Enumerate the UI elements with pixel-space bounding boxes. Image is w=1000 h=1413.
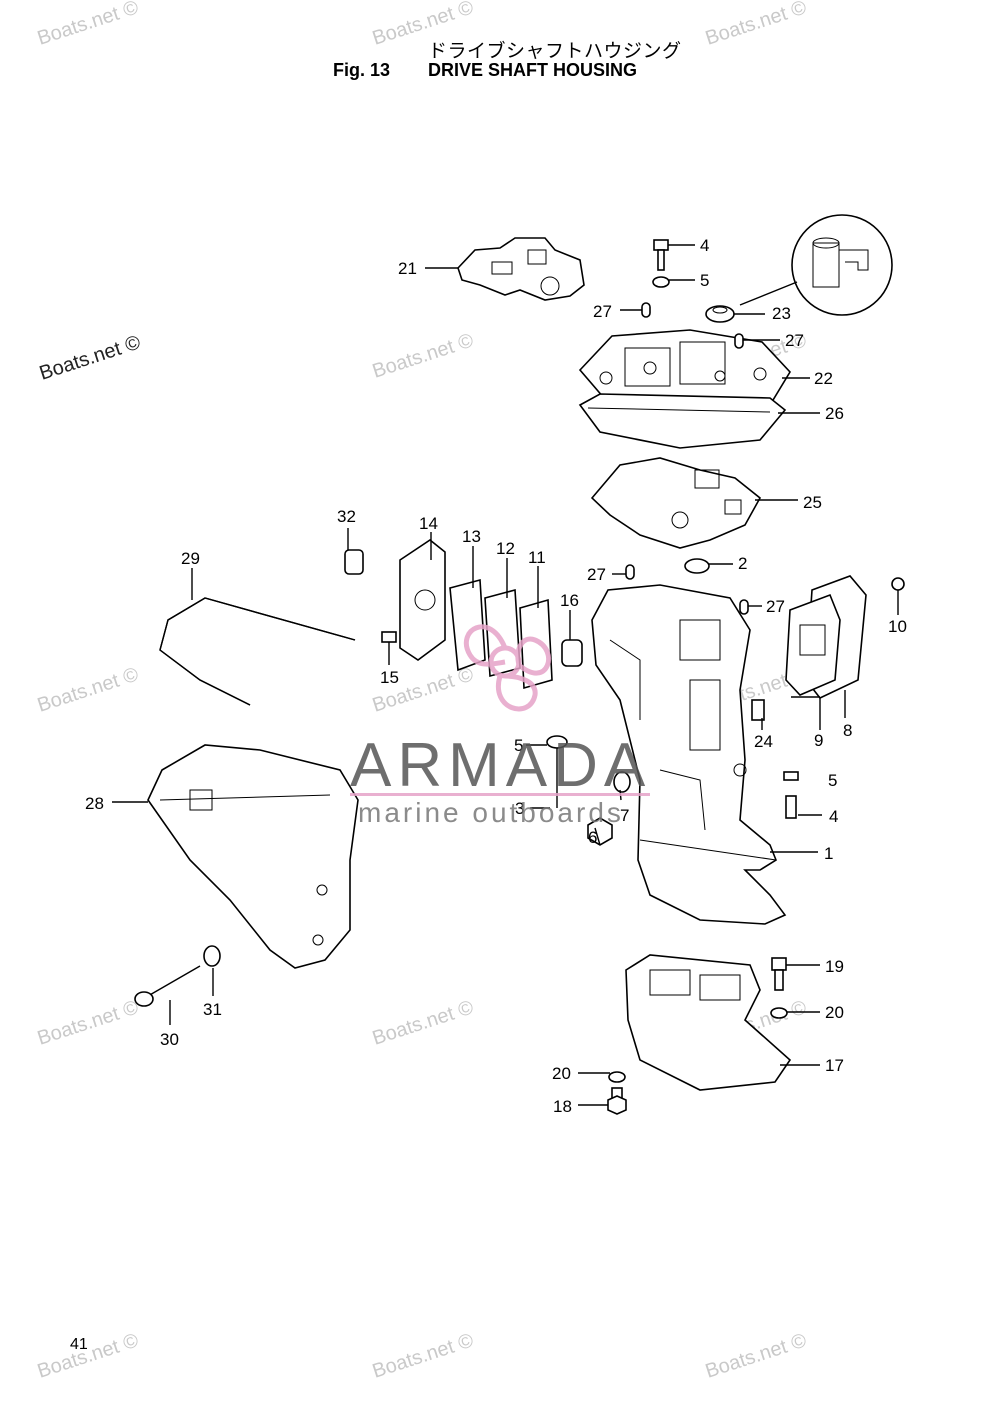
callout-14: 14: [419, 514, 438, 533]
parts-30-31-bolt: [134, 945, 221, 1007]
watermark: Boats.net ©: [37, 331, 144, 384]
parts-3-7-fasteners: [546, 699, 799, 846]
parts-11-14-plates: [344, 539, 583, 690]
callout-4a: 4: [700, 236, 709, 255]
callout-11: 11: [528, 548, 546, 567]
watermark: Boats.net ©: [35, 663, 142, 716]
watermark: Boats.net ©: [703, 0, 810, 50]
watermark: Boats.net ©: [35, 1329, 142, 1382]
part-25-gasket: [590, 457, 762, 549]
watermark: Boats.net ©: [35, 0, 142, 50]
upper-fasteners: [641, 239, 744, 349]
part-1-drive-shaft-housing: [591, 584, 787, 925]
part-29-seal: [159, 597, 356, 706]
callout-29: 29: [181, 549, 200, 568]
callout-7: 7: [620, 806, 629, 825]
page-number: 41: [70, 1336, 88, 1353]
watermark: Boats.net ©: [370, 1329, 477, 1382]
callout-27c: 27: [587, 565, 606, 584]
callout-30: 30: [160, 1030, 179, 1049]
japanese-title: ドライブシャフトハウジング: [428, 40, 682, 62]
part-8-9-cover: [785, 575, 905, 699]
callout-26: 26: [825, 404, 844, 423]
armada-logo: ARMADA marine outboards: [350, 624, 651, 828]
callout-8: 8: [843, 721, 852, 740]
callout-labels: 1 2 3 4 4 5 5 5 6 7 8 9 10 11 12 13 14 1…: [85, 236, 907, 1116]
callout-23: 23: [772, 304, 791, 323]
callout-32: 32: [337, 507, 356, 526]
part-17-lower-plate: [607, 954, 792, 1115]
callout-27a: 27: [593, 302, 612, 321]
callout-13: 13: [462, 527, 481, 546]
detail-magnifier: [739, 214, 893, 316]
callout-20b: 20: [825, 1003, 844, 1022]
callout-17: 17: [825, 1056, 844, 1075]
watermark: Boats.net ©: [35, 996, 142, 1049]
logo-wordmark: ARMADA: [350, 731, 651, 800]
part-26-plate: [578, 393, 787, 449]
leader-lines: [112, 244, 899, 1106]
callout-15: 15: [380, 668, 399, 687]
callout-20a: 20: [552, 1064, 571, 1083]
callout-25: 25: [803, 493, 822, 512]
callout-18: 18: [553, 1097, 572, 1116]
callout-10: 10: [888, 617, 907, 636]
figure-title: DRIVE SHAFT HOUSING: [428, 60, 638, 80]
callout-4b: 4: [829, 807, 838, 826]
callout-27b: 27: [785, 331, 804, 350]
callout-31: 31: [203, 1000, 222, 1019]
callout-3: 3: [515, 799, 524, 818]
figure-number: Fig. 13: [333, 60, 391, 80]
part-21-gasket: [457, 237, 585, 301]
callout-27d: 27: [766, 597, 785, 616]
callout-21: 21: [398, 259, 417, 278]
callout-28: 28: [85, 794, 104, 813]
callout-9: 9: [814, 731, 823, 750]
callout-5c: 5: [828, 771, 837, 790]
part-28-lower-cover: [147, 744, 359, 969]
callout-16: 16: [560, 591, 579, 610]
watermark: Boats.net ©: [370, 329, 477, 382]
watermark: Boats.net ©: [703, 1329, 810, 1382]
callout-22: 22: [814, 369, 833, 388]
callout-6: 6: [588, 828, 597, 847]
callout-19: 19: [825, 957, 844, 976]
callout-5a: 5: [700, 271, 709, 290]
watermark: Boats.net ©: [370, 0, 477, 50]
callout-5b: 5: [514, 736, 523, 755]
callout-2: 2: [738, 554, 747, 573]
mid-small-parts: [625, 558, 749, 615]
propeller-icon: [463, 624, 552, 712]
watermark: Boats.net ©: [370, 996, 477, 1049]
callout-12: 12: [496, 539, 515, 558]
callout-24: 24: [754, 732, 773, 751]
callout-1: 1: [824, 844, 833, 863]
logo-tagline: marine outboards: [358, 797, 624, 828]
